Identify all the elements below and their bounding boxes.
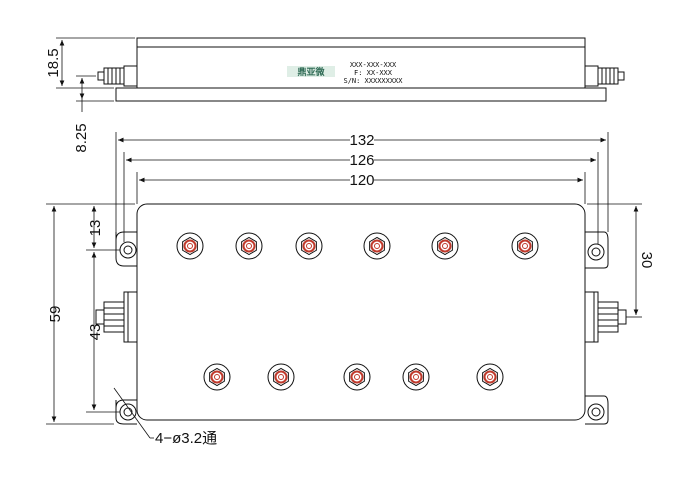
dim-18-5-label: 18.5 — [45, 48, 62, 77]
tuning-screw-top-1 — [176, 232, 204, 260]
vertical-dimensions — [46, 203, 642, 439]
dim-132-label: 132 — [349, 132, 374, 149]
flange-outline — [115, 231, 609, 425]
right-sma-connector — [584, 291, 627, 343]
side-flange — [115, 87, 607, 102]
mount-hole-tl — [119, 241, 137, 259]
serial-number: S/N: XXXXXXXXX — [343, 77, 403, 85]
dim-13-label: 13 — [87, 220, 104, 237]
side-left-connector — [97, 65, 138, 87]
tuning-screw-bottom-4 — [402, 363, 430, 391]
left-sma-connector — [95, 291, 138, 343]
dim-43-label: 43 — [87, 324, 104, 341]
tuning-screw-top-6 — [511, 232, 539, 260]
dim-30-label: 30 — [638, 252, 655, 269]
mount-hole-tr — [587, 243, 605, 261]
dim-120-label: 120 — [349, 172, 374, 189]
tuning-screws-top-row — [176, 232, 539, 260]
horizontal-dimensions — [115, 132, 609, 244]
tuning-screw-top-4 — [363, 232, 391, 260]
tuning-screws-bottom-row — [203, 363, 504, 391]
top-body — [136, 203, 586, 421]
mount-hole-br — [587, 403, 605, 421]
brand-logo-bg — [287, 66, 335, 77]
side-view — [56, 37, 625, 112]
tuning-screw-top-3 — [295, 232, 323, 260]
tuning-screw-bottom-1 — [203, 363, 231, 391]
tuning-screw-bottom-5 — [476, 363, 504, 391]
product-label: 鼎亚微 XXX-XXX-XXX F: XX-XXX S/N: XXXXXXXXX — [287, 61, 403, 85]
tuning-screw-top-2 — [235, 232, 263, 260]
model-number: XXX-XXX-XXX — [350, 61, 397, 69]
top-view — [95, 203, 627, 425]
dim-126-label: 126 — [349, 152, 374, 169]
tuning-screw-top-5 — [431, 232, 459, 260]
tuning-screw-bottom-2 — [267, 363, 295, 391]
mount-hole-bl — [119, 403, 137, 421]
side-right-connector — [584, 65, 625, 87]
dim-59-label: 59 — [47, 306, 64, 323]
tuning-screw-bottom-3 — [343, 363, 371, 391]
frequency-label: F: XX-XXX — [354, 69, 393, 77]
dim-8-25-label: 8.25 — [73, 123, 90, 152]
hole-note: 4−ø3.2通 — [155, 430, 217, 447]
brand-logo: 鼎亚微 — [297, 66, 325, 78]
